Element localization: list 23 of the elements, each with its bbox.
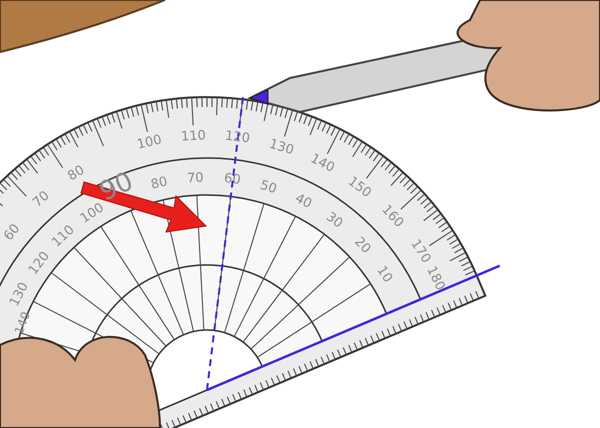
scale-number: 100 <box>78 202 106 226</box>
scale-number: 30 <box>324 210 345 231</box>
scale-number: 70 <box>187 171 204 186</box>
scale-number: 80 <box>150 175 169 192</box>
scale-number: 110 <box>180 129 206 144</box>
scale-number: 180 <box>424 264 446 293</box>
scale-number: 100 <box>136 133 164 152</box>
scale-number: 160 <box>379 203 406 230</box>
scale-number: 20 <box>351 234 372 256</box>
scale-number: 130 <box>267 137 295 157</box>
scale-number: 70 <box>30 189 52 210</box>
scale-number: 60 <box>2 222 23 244</box>
scale-number: 110 <box>50 223 78 250</box>
scale-number: 140 <box>13 310 32 336</box>
scale-number: 150 <box>346 174 374 200</box>
scale-number: 10 <box>374 264 395 285</box>
scale-number: 120 <box>224 130 251 146</box>
scale-number: 60 <box>224 172 242 188</box>
scale-number: 140 <box>308 152 336 176</box>
scale-number: 50 <box>258 178 279 196</box>
scale-number: 130 <box>8 280 32 309</box>
scale-number: 40 <box>292 192 314 211</box>
scale-number: 80 <box>66 163 87 183</box>
